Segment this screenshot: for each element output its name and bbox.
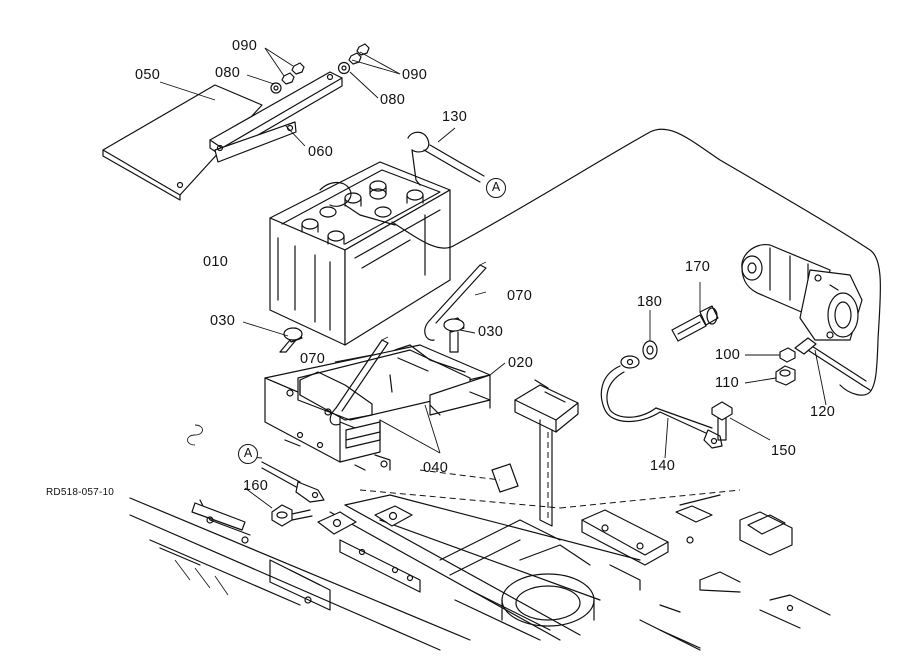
label-100: 100 — [715, 347, 741, 363]
battery-to-starter-wire — [391, 128, 881, 396]
label-070-left: 070 — [300, 351, 326, 367]
label-140: 140 — [650, 458, 676, 474]
cable-160 — [261, 461, 325, 527]
battery-tray — [264, 344, 491, 471]
label-170: 170 — [685, 259, 711, 275]
label-160: 160 — [243, 478, 269, 494]
label-030-left: 030 — [210, 313, 236, 329]
label-060: 060 — [308, 144, 334, 160]
callout-a-lower: A — [238, 444, 258, 464]
label-110: 110 — [715, 375, 740, 391]
label-010: 010 — [203, 254, 229, 270]
label-090-right: 090 — [402, 67, 428, 83]
label-090-left: 090 — [232, 38, 258, 54]
bolts-030 — [279, 317, 465, 353]
washer-180 — [642, 340, 658, 360]
nuts-100-110 — [775, 347, 796, 386]
wire-120 — [794, 337, 871, 391]
reference-code: RD518-057-10 — [46, 487, 114, 498]
hold-down-rods — [329, 261, 487, 426]
label-150: 150 — [771, 443, 797, 459]
label-020: 020 — [508, 355, 534, 371]
battery — [269, 161, 451, 346]
label-070-right: 070 — [507, 288, 533, 304]
bolt-150 — [711, 401, 733, 441]
label-050: 050 — [135, 67, 161, 83]
cable-130 — [407, 131, 485, 186]
label-040: 040 — [423, 460, 449, 476]
label-180: 180 — [637, 294, 663, 310]
label-030-right: 030 — [478, 324, 504, 340]
label-120: 120 — [810, 404, 836, 420]
label-080-right: 080 — [380, 92, 406, 108]
label-130: 130 — [442, 109, 468, 125]
chassis-frame — [129, 419, 831, 651]
cable-140 — [600, 355, 723, 449]
callout-a-upper: A — [486, 178, 506, 198]
bolt-170 — [671, 305, 719, 342]
label-080-left: 080 — [215, 65, 241, 81]
starter-motor — [741, 243, 863, 341]
support-post — [514, 379, 579, 527]
leader-lines — [159, 47, 827, 509]
